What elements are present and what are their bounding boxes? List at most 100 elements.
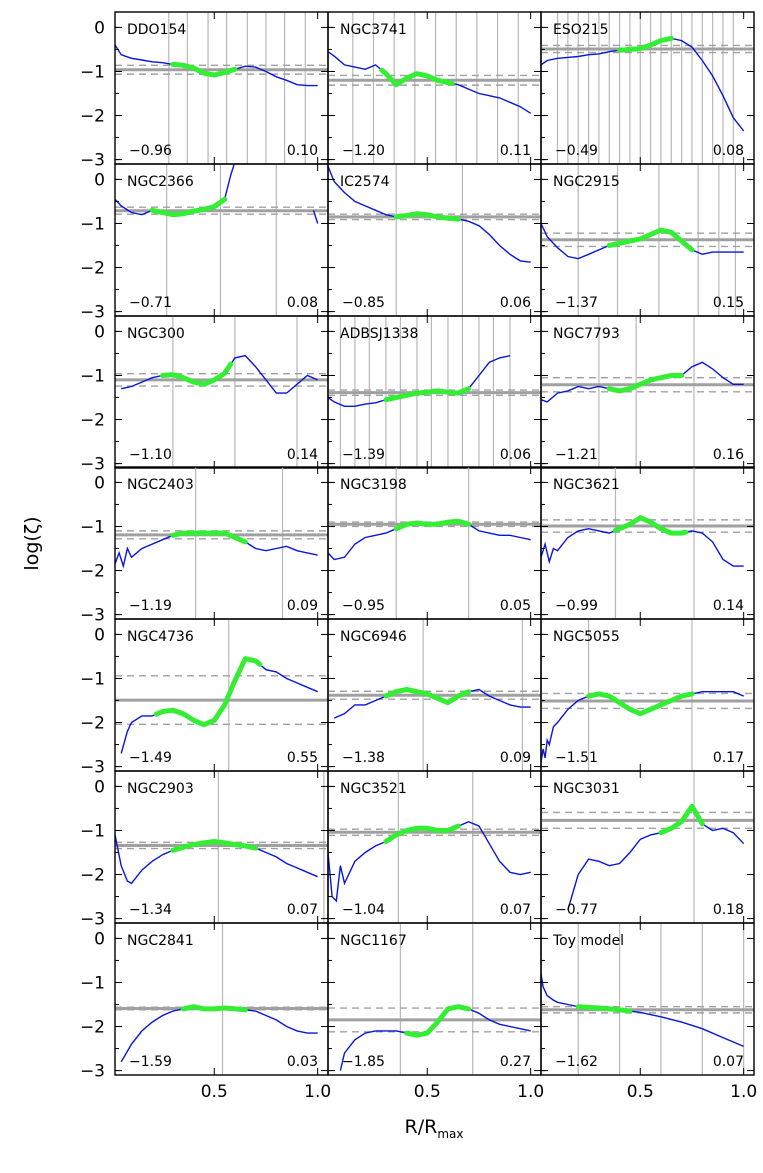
y-tick-label: −1 bbox=[80, 517, 105, 537]
highlight-segment bbox=[393, 211, 461, 222]
mean-value-label: −1.21 bbox=[555, 447, 598, 463]
panel-plot-area bbox=[115, 619, 328, 771]
y-tick-label: −3 bbox=[80, 303, 105, 323]
y-tick-label: −3 bbox=[80, 606, 105, 626]
mean-value-label: −1.51 bbox=[555, 750, 598, 766]
y-tick-label: −2 bbox=[80, 866, 105, 886]
sigma-value-label: 0.03 bbox=[287, 1054, 318, 1070]
mean-value-label: −0.71 bbox=[129, 295, 172, 311]
highlight-segment bbox=[606, 373, 685, 394]
panel-name: NGC4736 bbox=[127, 629, 194, 645]
highlight-segment bbox=[383, 687, 472, 706]
profile-curve bbox=[120, 657, 318, 754]
y-tick-label: −3 bbox=[80, 151, 105, 171]
profile-curve bbox=[115, 532, 318, 569]
panel-plot-area bbox=[541, 771, 754, 923]
highlight-segment bbox=[606, 227, 695, 253]
sigma-value-label: 0.14 bbox=[287, 447, 318, 463]
panel-ngc5055: NGC5055 −1.51 0.17 bbox=[540, 618, 755, 772]
y-tick-label: 0 bbox=[94, 18, 105, 38]
highlight-segment bbox=[170, 530, 248, 545]
panel-toy-model: Toy model −1.62 0.07 0.5 1.0 bbox=[540, 922, 757, 1102]
panel-name: NGC3198 bbox=[340, 477, 407, 493]
sigma-value-label: 0.15 bbox=[713, 295, 744, 311]
highlight-segment bbox=[379, 67, 455, 88]
profile-curve bbox=[328, 51, 532, 114]
highlight-segment bbox=[586, 691, 695, 717]
panel-name: DDO154 bbox=[127, 22, 186, 38]
panel-name: NGC5055 bbox=[553, 629, 620, 645]
mean-value-label: −1.20 bbox=[342, 143, 385, 159]
highlight-segment bbox=[393, 518, 472, 532]
y-tick-label: −2 bbox=[80, 411, 105, 431]
mean-value-label: −1.49 bbox=[129, 750, 172, 766]
mean-value-label: −1.38 bbox=[342, 750, 385, 766]
mean-value-label: −0.95 bbox=[342, 598, 385, 614]
y-tick-label: −1 bbox=[80, 669, 105, 689]
panel-name: ESO215 bbox=[553, 22, 608, 38]
sigma-value-label: 0.07 bbox=[500, 902, 531, 918]
sigma-value-label: 0.07 bbox=[287, 902, 318, 918]
panel-plot-area bbox=[328, 771, 541, 923]
sigma-value-label: 0.05 bbox=[500, 598, 531, 614]
x-tick-label: 0.5 bbox=[627, 1082, 654, 1102]
mean-value-label: −1.04 bbox=[342, 902, 385, 918]
sigma-value-label: 0.07 bbox=[713, 1054, 744, 1070]
highlight-segment bbox=[160, 361, 234, 387]
panel-name: NGC2403 bbox=[127, 477, 194, 493]
y-tick-label: −3 bbox=[80, 758, 105, 778]
x-tick-label: 1.0 bbox=[730, 1082, 757, 1102]
y-tick-label: 0 bbox=[94, 929, 105, 949]
mean-value-label: −0.85 bbox=[342, 295, 385, 311]
y-tick-label: −2 bbox=[80, 259, 105, 279]
panel-ngc3198: NGC3198 −0.95 0.05 bbox=[327, 466, 542, 620]
y-tick-label: −2 bbox=[80, 1018, 105, 1038]
panel-name: NGC2915 bbox=[553, 174, 620, 190]
mean-value-label: −0.77 bbox=[555, 902, 598, 918]
panel-name: NGC2841 bbox=[127, 933, 194, 949]
y-tick-label: −2 bbox=[80, 107, 105, 127]
profile-curve-segment bbox=[312, 210, 319, 224]
panel-name: NGC3031 bbox=[553, 781, 620, 797]
sigma-value-label: 0.14 bbox=[713, 598, 744, 614]
sigma-value-label: 0.10 bbox=[287, 143, 318, 159]
panel-plot-area bbox=[541, 619, 754, 771]
x-axis-title: R/Rmax bbox=[405, 1116, 464, 1141]
panel-name: Toy model bbox=[552, 933, 624, 949]
mean-value-label: −0.99 bbox=[555, 598, 598, 614]
x-tick-label: 0.5 bbox=[414, 1082, 441, 1102]
panel-plot-area bbox=[328, 923, 541, 1075]
mean-value-label: −1.62 bbox=[555, 1054, 598, 1070]
panel-plot-area bbox=[328, 12, 541, 164]
highlight-segment bbox=[153, 656, 263, 728]
mean-value-label: −1.37 bbox=[555, 295, 598, 311]
highlight-segment bbox=[575, 1004, 633, 1014]
y-tick-label: 0 bbox=[94, 170, 105, 190]
highlight-segment bbox=[383, 386, 472, 403]
panel-plot-area bbox=[115, 923, 328, 1075]
panel-name: NGC6946 bbox=[340, 629, 407, 645]
y-tick-label: −1 bbox=[80, 973, 105, 993]
y-axis-title: log(ζ) bbox=[21, 516, 43, 570]
sigma-value-label: 0.17 bbox=[713, 750, 744, 766]
x-tick-label: 1.0 bbox=[304, 1082, 331, 1102]
mean-value-label: −1.59 bbox=[129, 1054, 172, 1070]
panel-plot-area bbox=[541, 164, 754, 316]
panel-plot-area bbox=[541, 316, 754, 468]
mean-value-label: −0.49 bbox=[555, 143, 598, 159]
panel-name: NGC2366 bbox=[127, 174, 194, 190]
panel-name: NGC1167 bbox=[340, 933, 407, 949]
y-tick-label: 0 bbox=[94, 625, 105, 645]
y-tick-label: 0 bbox=[94, 777, 105, 797]
